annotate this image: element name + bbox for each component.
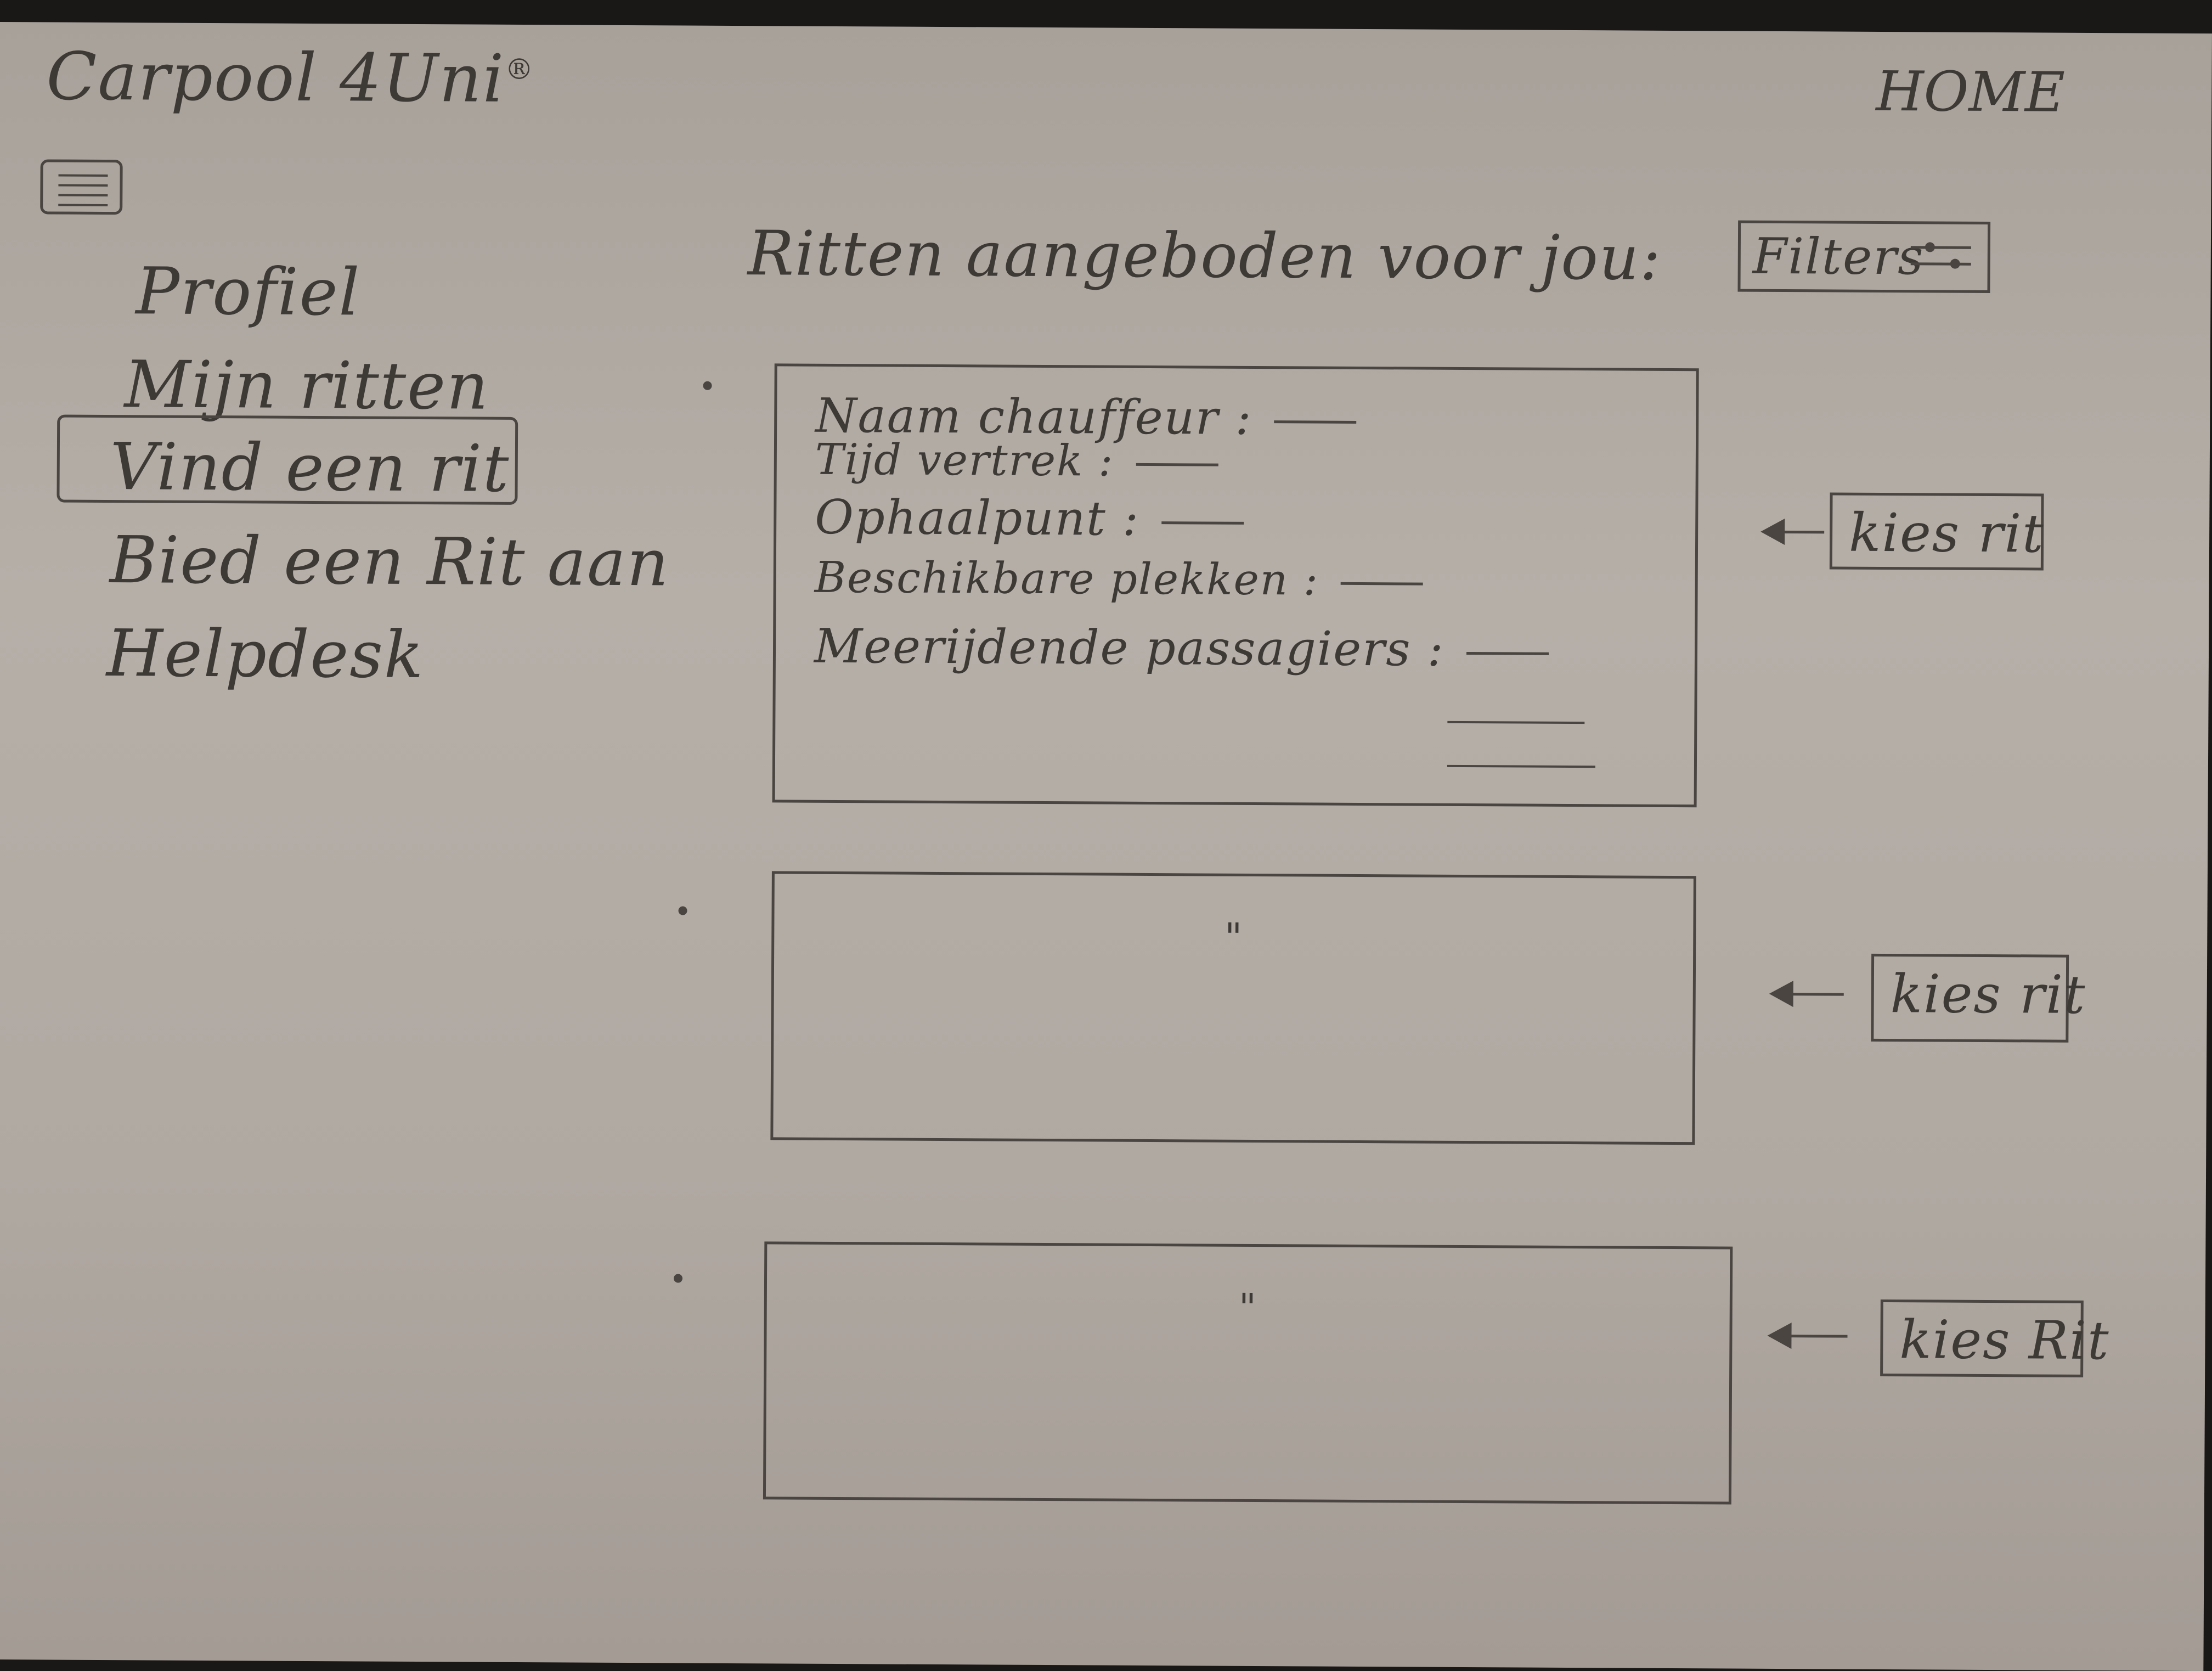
home-link[interactable]: HOME xyxy=(1876,59,2066,125)
nav-item-bied-een-rit-aan[interactable]: Bied een Rit aan xyxy=(109,522,670,601)
list-bullet xyxy=(673,1274,683,1283)
sliders-icon xyxy=(1741,223,1988,269)
ditto-mark: " xyxy=(1238,1285,1258,1331)
sketch-paper: Carpool 4Uni® HOME Profiel Mijn ritten V… xyxy=(0,22,2212,1671)
list-bullet xyxy=(678,906,687,915)
field-ophaalpunt: Ophaalpunt : xyxy=(815,490,1244,547)
menu-line xyxy=(58,204,108,207)
filters-button[interactable]: Filters xyxy=(1737,220,1991,294)
nav-item-profiel[interactable]: Profiel xyxy=(136,253,361,330)
ditto-mark: " xyxy=(1224,914,1244,960)
arrow-left-icon xyxy=(1770,1334,1848,1338)
kies-rit-label: kies rit xyxy=(1848,502,2045,565)
kies-rit-button[interactable]: kies rit xyxy=(1871,953,2086,1043)
filters-label: Filters xyxy=(1752,227,1925,286)
arrow-left-icon xyxy=(1764,530,1825,534)
menu-line xyxy=(58,174,108,177)
nav-item-helpdesk[interactable]: Helpdesk xyxy=(106,615,425,693)
nav-item-mijn-ritten[interactable]: Mijn ritten xyxy=(124,346,490,424)
ride-card[interactable]: " xyxy=(763,1241,1733,1505)
field-meerijdende-passagiers: Meerijdende passagiers : xyxy=(814,619,1549,678)
blank-line xyxy=(1447,721,1585,724)
page-title: Ritten aangeboden voor jou: xyxy=(747,218,1662,294)
list-bullet xyxy=(703,381,712,390)
menu-line xyxy=(58,194,108,197)
ride-card[interactable]: Naam chauffeur : Tijd vertrek : Ophaalpu… xyxy=(772,363,1699,808)
sidebar-nav: Profiel Mijn ritten Vind een rit Bied ee… xyxy=(0,22,2212,693)
kies-rit-button[interactable]: kies rit xyxy=(1829,492,2045,571)
kies-rit-label: kies Rit xyxy=(1899,1309,2110,1372)
hamburger-menu-icon[interactable] xyxy=(40,159,123,215)
brand-logo: Carpool 4Uni® xyxy=(46,38,534,117)
ride-card[interactable]: " xyxy=(770,871,1696,1145)
field-tijd-vertrek: Tijd vertrek : xyxy=(815,435,1218,487)
menu-line xyxy=(58,184,108,187)
kies-rit-button[interactable]: kies Rit xyxy=(1880,1299,2110,1377)
kies-rit-label: kies rit xyxy=(1890,963,2086,1026)
blank-line xyxy=(1447,764,1595,768)
arrow-left-icon xyxy=(1772,992,1844,996)
brand-name: Carpool 4Uni xyxy=(46,38,505,117)
registered-mark: ® xyxy=(505,53,535,87)
field-beschikbare-plekken: Beschikbare plekken : xyxy=(814,553,1424,606)
nav-item-vind-een-rit[interactable]: Vind een rit xyxy=(110,429,510,507)
